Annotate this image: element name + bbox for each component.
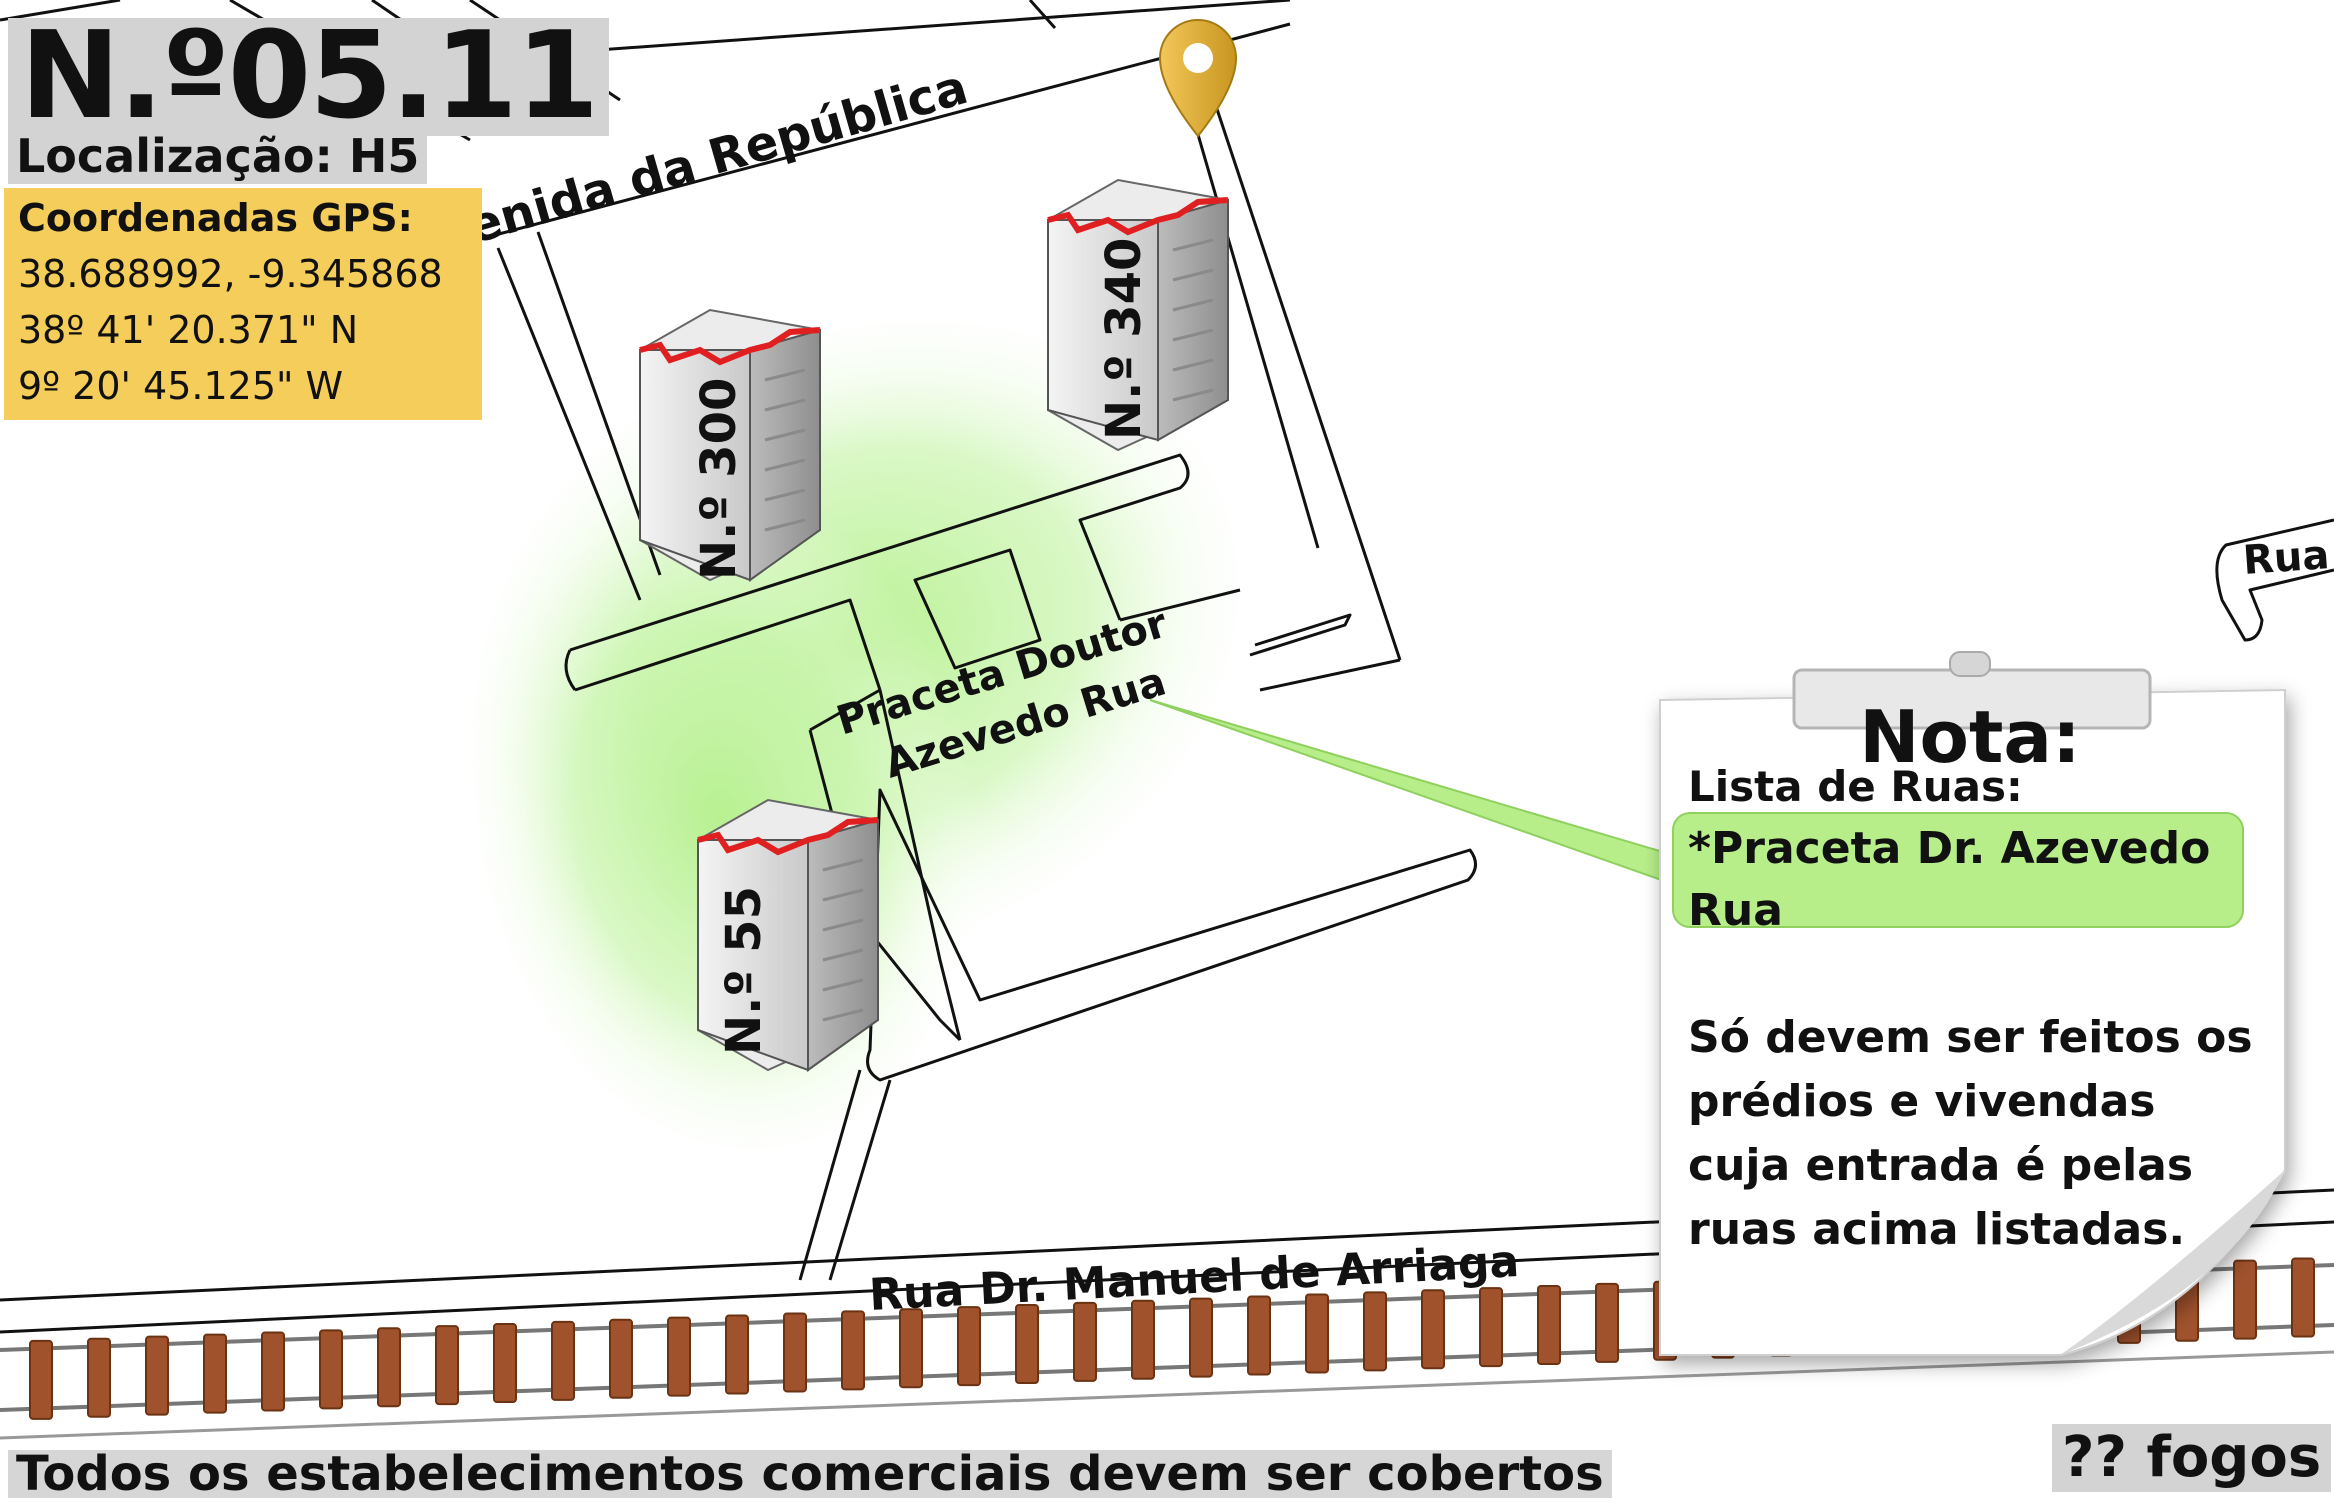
rail-tie: [1595, 1282, 1619, 1363]
gps-title: Coordenadas GPS:: [18, 196, 413, 240]
rail-tie: [261, 1331, 285, 1412]
rail-tie: [1537, 1284, 1561, 1365]
building-icon: [1047, 178, 1229, 452]
gps-longitude: 9º 20' 45.125" W: [18, 364, 344, 408]
note-title: Nota:: [1859, 695, 2081, 779]
rail-tie: [841, 1310, 865, 1391]
rail-tie: [1015, 1303, 1039, 1384]
rail-tie: [667, 1316, 691, 1397]
street-list-item: *Praceta Dr. Azevedo Rua: [1688, 823, 2211, 936]
rail-tie: [435, 1325, 459, 1406]
street-label-rua-partial: Rua: [2241, 532, 2330, 584]
building-icon: [639, 308, 821, 582]
rail-tie: [609, 1318, 633, 1399]
rail-tie: [899, 1308, 923, 1389]
rail-tie: [377, 1327, 401, 1408]
building-340-label: N.º 340: [1096, 238, 1152, 440]
rail-tie: [1421, 1289, 1445, 1370]
rail-tie: [87, 1337, 111, 1418]
street-list-highlight: [1672, 812, 2244, 928]
note-list-title: Lista de Ruas:: [1688, 762, 2023, 811]
territory-number: N.º05.11: [8, 17, 610, 137]
rail-tie: [1131, 1299, 1155, 1380]
rail-tie: [1247, 1295, 1271, 1376]
building-300-label: N.º 300: [691, 378, 747, 580]
rail-tie: [203, 1333, 227, 1414]
map-pin-icon: [1158, 19, 1238, 138]
note-body: Só devem ser feitos os prédios e vivenda…: [1688, 1012, 2253, 1255]
rail-tie: [145, 1335, 169, 1416]
commercial-note: Todos os estabelecimentos comerciais dev…: [8, 1450, 1612, 1498]
rail-tie: [2233, 1259, 2257, 1340]
rail-tie: [1305, 1293, 1329, 1374]
location-label: Localização: H5: [8, 128, 428, 184]
rail-tie: [551, 1320, 575, 1401]
note-pointer: [1149, 699, 1691, 892]
rail-tie: [957, 1306, 981, 1387]
gps-latitude: 38º 41' 20.371" N: [18, 308, 359, 352]
rail-tie: [1189, 1297, 1213, 1378]
rail-tie: [29, 1339, 53, 1420]
fires-count: ?? fogos: [2052, 1424, 2332, 1492]
rail-tie: [783, 1312, 807, 1393]
rail-tie: [2291, 1257, 2315, 1338]
rail-tie: [1363, 1291, 1387, 1372]
clip-icon: [1792, 651, 2152, 730]
building-55-label: N.º 55: [716, 886, 772, 1055]
rail-tie: [725, 1314, 749, 1395]
gps-decimal: 38.688992, -9.345868: [18, 252, 443, 296]
rail-tie: [1479, 1287, 1503, 1368]
note-card: Nota: Lista de Ruas: *Praceta Dr. Azeved…: [1652, 690, 2288, 1356]
gps-box: Coordenadas GPS: 38.688992, -9.345868 38…: [4, 188, 482, 420]
rail-tie: [319, 1329, 343, 1410]
rail-tie: [1073, 1301, 1097, 1382]
building-icon: [697, 798, 879, 1072]
rail-tie: [493, 1323, 517, 1404]
